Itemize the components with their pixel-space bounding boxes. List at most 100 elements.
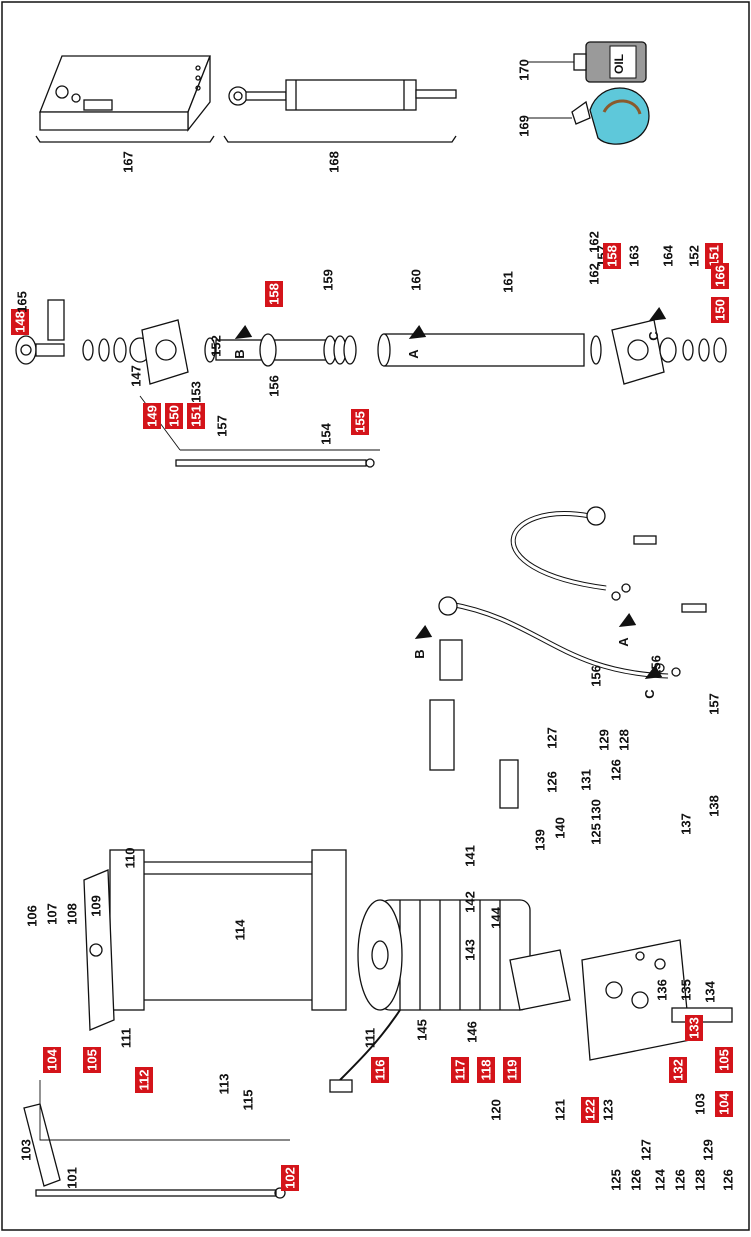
part-number-label: 157 [215,415,230,437]
part-number-label: 118 [479,1060,494,1081]
cylinder-exploded-parts [15,299,727,468]
part-number-label: 103 [693,1093,708,1115]
part-number-label: 148 [13,311,28,333]
part-number-label: 127 [545,727,560,749]
part-callout: 136 [655,979,670,1001]
part-callout: 156 [267,375,282,397]
highlight-badge [705,243,723,269]
part-callout: 167 [121,151,136,173]
part-callout: 169 [517,115,532,137]
part-number-label: 140 [553,817,568,839]
highlight-badge [43,1047,61,1073]
arrow-letter: A [616,637,631,647]
part-number-label: 151 [189,405,204,427]
part-callout-highlighted: 104 [43,1047,61,1073]
part-callout-highlighted: 132 [669,1057,687,1083]
part-number-label: 158 [267,283,282,305]
arrow-head-icon [414,624,433,639]
part-number-label: 125 [609,1169,624,1191]
part-callout: 124 [653,1168,668,1190]
connection-arrow: B [232,324,253,359]
part-callout: 126 [629,1169,644,1191]
part-callout: 164 [661,244,676,266]
part-number-label: 152 [687,245,702,267]
highlight-badge [503,1057,521,1083]
part-callout: 170 [517,59,532,81]
part-number-label: 158 [605,245,620,267]
part-callout: 142 [463,891,478,913]
arrow-head-icon [234,324,253,339]
connection-arrow: C [642,664,663,699]
arrow-letter: B [412,649,427,658]
part-number-label: 137 [679,813,694,835]
part-number-label: 126 [721,1169,736,1191]
part-number-label: 130 [589,799,604,821]
part-callout: 162 [587,231,602,253]
part-callout: 127 [639,1139,654,1161]
highlight-badge [451,1057,469,1083]
part-callout: 145 [415,1019,430,1041]
part-callout-highlighted: 149 [143,403,161,429]
part-callout-highlighted: 151 [705,243,723,269]
part-callout-highlighted: 133 [685,1015,703,1041]
part-number-label: 154 [319,422,334,444]
part-number-label: 101 [65,1167,80,1189]
part-number-label: 152 [209,335,224,357]
part-callout: 129 [701,1139,716,1161]
part-number-label: 126 [673,1169,688,1191]
part-callout: 126 [545,771,560,793]
part-callout: 121 [553,1099,568,1121]
part-callout: 137 [679,813,694,835]
part-callout-highlighted: 148 [11,309,29,335]
motor-housing-exploded [23,849,347,1199]
part-callout: 168 [327,151,342,173]
highlight-badge [715,1091,733,1117]
part-callout: 108 [65,903,80,925]
part-callout-highlighted: 158 [265,281,283,307]
part-callout: 125 [609,1169,624,1191]
part-callout-highlighted: 119 [503,1057,521,1083]
part-callout: 160 [409,269,424,291]
part-number-label: 166 [713,265,728,287]
part-number-label: 151 [707,245,722,267]
part-callout-highlighted: 117 [451,1057,469,1083]
part-number-label: 109 [89,895,104,917]
motor-drawing [329,899,571,1093]
part-callout-highlighted: 118 [477,1057,495,1083]
part-callout: 103 [693,1093,708,1115]
part-callout: 152 [687,245,702,267]
part-number-label: 141 [463,845,478,867]
highlight-badge [371,1057,389,1083]
part-callout: 157 [215,415,230,437]
part-number-label: 102 [283,1167,298,1189]
arrow-letter: A [406,349,421,359]
part-number-label: 167 [121,151,136,173]
part-callout: 146 [465,1021,480,1043]
part-callout-highlighted: 155 [351,409,369,435]
part-callout: 141 [463,845,478,867]
part-number-label: 136 [655,979,670,1001]
part-callout: 131 [579,769,594,791]
part-number-label: 146 [465,1021,480,1043]
part-callout: 134 [703,980,718,1002]
part-callout: 103 [19,1139,34,1161]
part-number-label: 123 [601,1099,616,1121]
part-number-label: 110 [123,848,138,869]
part-number-label: 132 [671,1059,686,1081]
part-number-label: 114 [233,919,248,941]
part-number-label: 169 [517,115,532,137]
connection-arrow: A [616,612,637,647]
arrow-letter: B [232,349,247,358]
part-callout-highlighted: 105 [83,1047,101,1073]
part-number-label: 162 [587,263,602,285]
part-number-label: 147 [129,365,144,387]
part-callout: 157 [707,693,722,715]
part-callout: 110 [123,848,138,869]
part-callout: 129 [597,729,612,751]
oil-bottle-drawing [528,41,647,83]
part-callout: 165 [15,291,30,313]
part-callout: 127 [545,727,560,749]
part-callout: 128 [617,729,632,751]
